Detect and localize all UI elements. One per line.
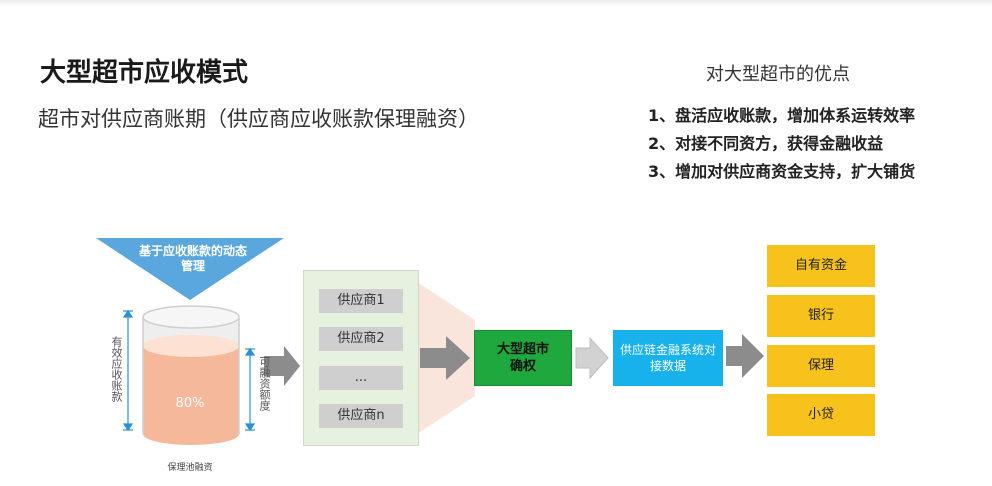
supplier-item: 供应商n — [319, 404, 403, 428]
top-strip — [0, 0, 992, 6]
arrow-icon — [264, 346, 300, 386]
arrow-icon — [420, 336, 470, 380]
advantage-item: 3、增加对供应商资金支持，扩大铺货 — [648, 162, 916, 181]
page-title: 大型超市应收模式 — [40, 58, 249, 88]
confirm-box-label: 大型超市确权 — [496, 342, 549, 374]
advantage-item: 1、盘活应收账款，增加体系运转效率 — [648, 106, 916, 125]
confirm-box: 大型超市确权 — [474, 330, 572, 386]
funnel-shape — [96, 238, 284, 300]
arrow-icon — [575, 336, 609, 380]
right-bracket — [244, 347, 256, 432]
funding-source: 小贷 — [767, 394, 875, 436]
advantages-list: 1、盘活应收账款，增加体系运转效率 2、对接不同资方，获得金融收益 3、增加对供… — [648, 102, 915, 186]
left-bracket — [122, 309, 134, 432]
arrow-icon — [726, 334, 764, 378]
system-box: 供应链金融系统对接数据 — [613, 330, 723, 386]
funnel-label: 基于应收账款的动态管理 — [138, 244, 247, 273]
funding-source: 保理 — [767, 345, 875, 387]
funding-source: 自有资金 — [767, 245, 875, 287]
page-subtitle: 超市对供应商账期（供应商应收账款保理融资） — [38, 107, 479, 131]
advantage-item: 2、对接不同资方，获得金融收益 — [648, 134, 884, 153]
supplier-item: ... — [319, 366, 403, 390]
system-box-label: 供应链金融系统对接数据 — [619, 343, 716, 373]
advantages-title: 对大型超市的优点 — [706, 64, 850, 85]
right-axis-label: 可融资额度 — [258, 356, 271, 411]
funding-source: 银行 — [767, 295, 875, 337]
supplier-item: 供应商1 — [319, 289, 403, 313]
cylinder-percent: 80% — [175, 396, 205, 411]
supplier-item: 供应商2 — [319, 327, 403, 351]
cylinder-shape — [142, 305, 240, 445]
left-axis-label: 有效应收账款 — [110, 336, 123, 402]
pool-label: 保理池融资 — [167, 463, 213, 473]
